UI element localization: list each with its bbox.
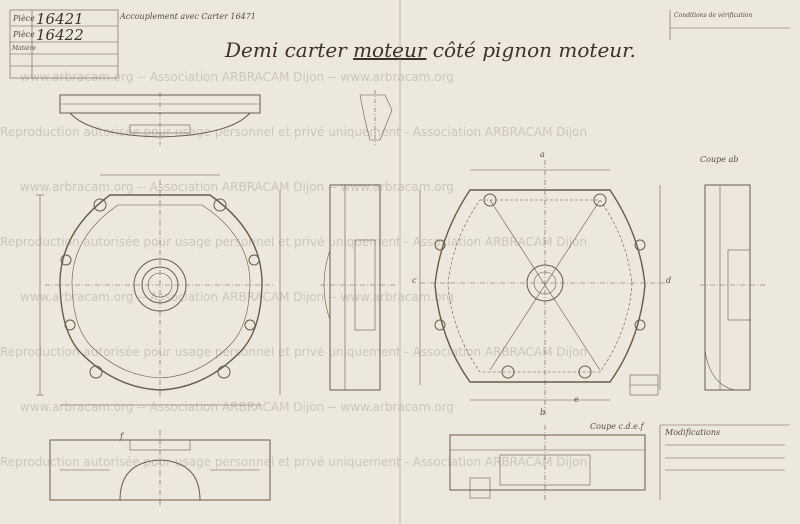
modifications-box [659, 424, 790, 500]
pin-detail [359, 90, 393, 145]
conditions-box [669, 10, 790, 40]
conditions-label: Conditions de vérification [674, 12, 753, 19]
piece-number: 16422 [36, 26, 84, 44]
header-note: Accouplement avec Carter 16471 [120, 12, 256, 21]
left-side-section [320, 184, 395, 391]
section-letter: e [574, 395, 579, 404]
title-part: côté pignon moteur [432, 38, 630, 62]
right-elevation-view [419, 160, 670, 415]
bottom-left-section [49, 430, 271, 505]
title-part: . [629, 38, 636, 62]
section-letter: f [120, 432, 123, 441]
section-letter: b [540, 408, 546, 417]
matiere-label: Matière [12, 45, 37, 52]
section-letter: a [540, 150, 545, 159]
left-elevation-view [36, 174, 281, 406]
bottom-center-section [449, 425, 646, 500]
title-part: moteur [353, 38, 427, 62]
section-letter: d [666, 276, 672, 285]
piece-label: Pièce [13, 14, 35, 23]
title-block-frame [9, 9, 119, 79]
small-detail [629, 374, 659, 396]
piece-number: 16421 [36, 10, 84, 28]
piece-label: Pièce [13, 30, 35, 39]
title-part: Demi carter [225, 38, 347, 62]
right-side-section [700, 184, 765, 391]
drawing-title: Demi carter moteur côté pignon moteur. [225, 38, 636, 62]
modifications-label: Modifications [665, 428, 721, 437]
top-view-strip [59, 92, 261, 145]
section-cdef-label: Coupe c.d.e.f [590, 422, 644, 431]
section-ab-label: Coupe ab [700, 155, 739, 164]
section-letter: c [412, 276, 417, 285]
